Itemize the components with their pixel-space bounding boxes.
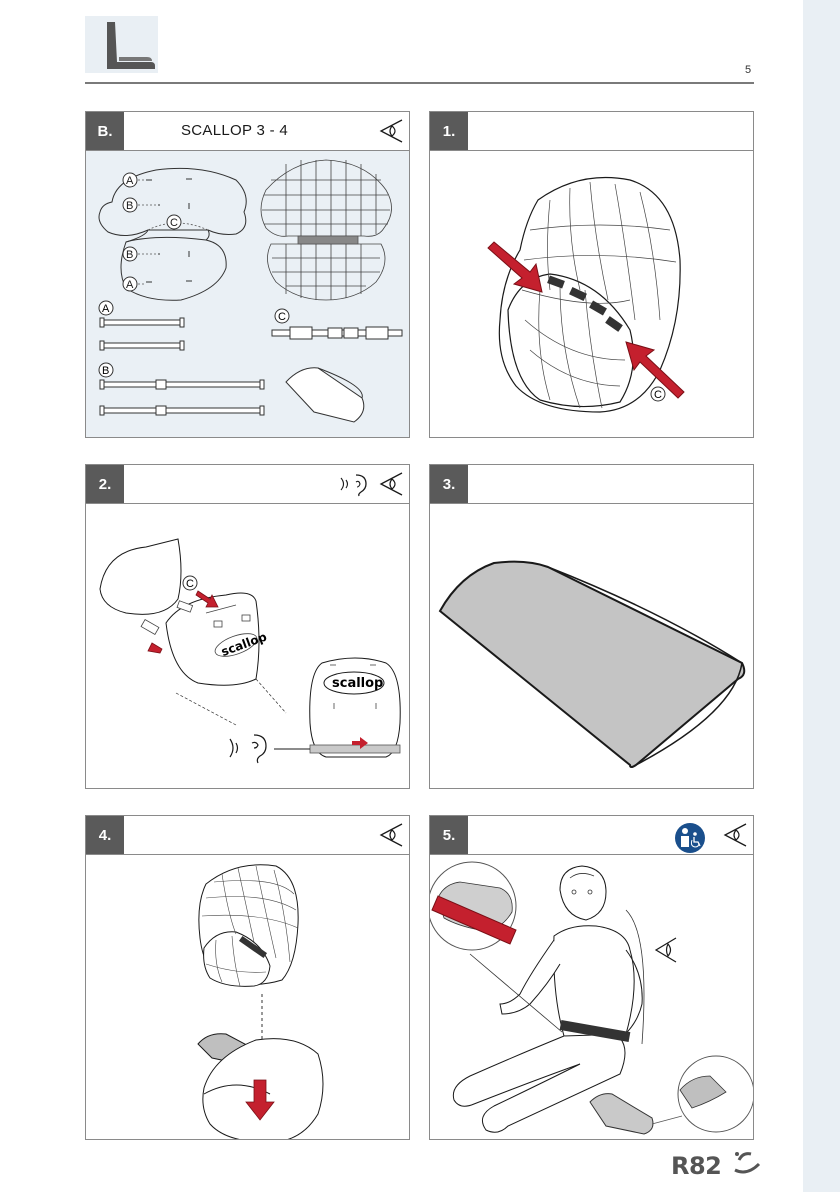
label-a: A — [126, 175, 134, 187]
panel-step-2: 2. scallop — [85, 464, 410, 789]
seat-icon — [85, 16, 158, 73]
panel-5-header: 5. — [430, 816, 753, 855]
label-c: C — [186, 578, 194, 590]
panel-4-header: 4. — [86, 816, 409, 855]
ear-sound-icon — [230, 735, 266, 763]
page-number: 5 — [745, 64, 751, 76]
wedge-insert-illustration — [86, 854, 409, 1139]
brand-name: R82 — [671, 1152, 721, 1180]
child-seated-illustration — [430, 854, 753, 1139]
eye-icon — [722, 822, 748, 848]
step-badge: 5. — [430, 816, 468, 854]
label-c: C — [278, 311, 286, 323]
side-strip — [803, 0, 840, 1192]
panel-step-5: 5. — [429, 815, 754, 1140]
panel-1-header: 1. — [430, 112, 753, 151]
header-rule — [85, 82, 754, 84]
panel-step-4: 4. — [85, 815, 410, 1140]
r82-brand-logo: R82 — [671, 1150, 763, 1180]
step-badge: 2. — [86, 465, 124, 503]
label-b: B — [102, 365, 109, 377]
assistant-user-icon — [674, 822, 706, 854]
eye-icon — [656, 938, 676, 962]
wedge-cushion-illustration — [430, 503, 753, 788]
panel-title: SCALLOP 3 - 4 — [181, 122, 288, 139]
seat-clip-illustration: C — [430, 150, 753, 437]
seat-logo-box — [85, 16, 158, 73]
label-c: C — [170, 217, 178, 229]
label-a: A — [126, 279, 134, 291]
red-arrow-icon — [148, 643, 162, 653]
ear-sound-icon — [334, 471, 370, 497]
scallop-logo: scallop — [332, 676, 383, 691]
scallop-parts-illustration: A B C B A — [86, 150, 409, 437]
panel-step-1: 1. C — [429, 111, 754, 438]
panel-2-header: 2. — [86, 465, 409, 504]
step-badge: B. — [86, 112, 124, 150]
strap-buckle-illustration: scallop C scallop — [86, 503, 409, 788]
panel-b: B. SCALLOP 3 - 4 A B C B — [85, 111, 410, 438]
panel-step-3: 3. — [429, 464, 754, 789]
step-badge: 4. — [86, 816, 124, 854]
label-b: B — [126, 200, 133, 212]
label-c: C — [654, 389, 662, 401]
panel-b-header: B. SCALLOP 3 - 4 — [86, 112, 409, 151]
panel-3-header: 3. — [430, 465, 753, 504]
eye-icon — [378, 822, 404, 848]
eye-icon — [378, 118, 404, 144]
label-a: A — [102, 303, 110, 315]
step-badge: 3. — [430, 465, 468, 503]
brand-swoosh-icon — [733, 1150, 763, 1176]
label-b: B — [126, 249, 133, 261]
step-badge: 1. — [430, 112, 468, 150]
eye-icon — [378, 471, 404, 497]
